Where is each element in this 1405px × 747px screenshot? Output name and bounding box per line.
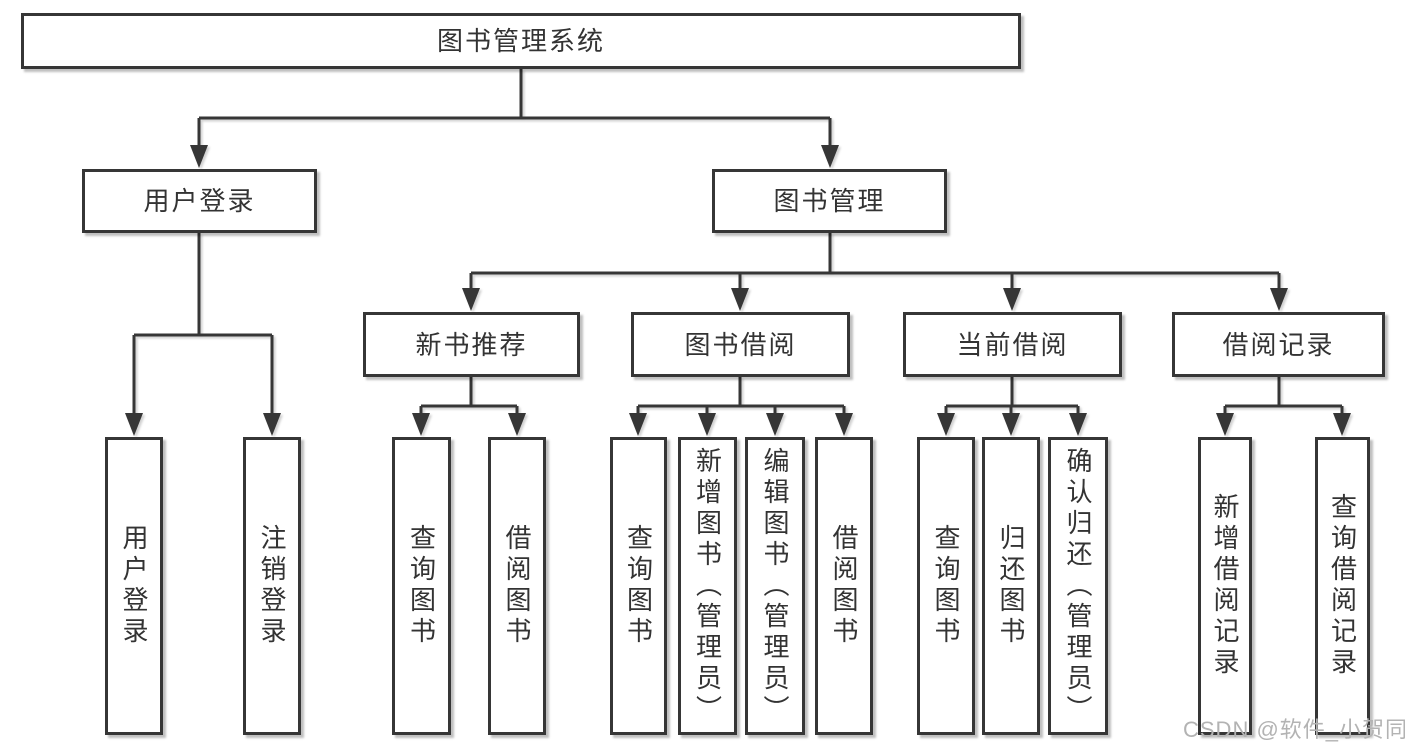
leaf-logout: 注销登录 [243, 437, 301, 735]
leaf-label: 借阅图书 [829, 524, 859, 648]
leaf-borrow-query-books: 查询图书 [610, 437, 667, 735]
leaf-label: 借阅图书 [502, 524, 532, 648]
node-book-management: 图书管理 [712, 169, 947, 233]
leaf-newbook-query-books: 查询图书 [392, 437, 451, 735]
node-book-borrowing: 图书借阅 [631, 312, 850, 377]
leaf-label: 新增借阅记录 [1210, 493, 1240, 679]
node-borrowing-records: 借阅记录 [1172, 312, 1385, 377]
leaf-user-login: 用户登录 [105, 437, 163, 735]
leaf-label: 查询借阅记录 [1327, 493, 1358, 679]
node-library-management-system: 图书管理系统 [21, 13, 1021, 69]
csdn-watermark: CSDN @软件_小贺同学 [1183, 717, 1405, 742]
node-user-login: 用户登录 [82, 169, 317, 233]
node-label: 新书推荐 [415, 329, 528, 360]
leaf-current-return-books: 归还图书 [982, 437, 1040, 735]
leaf-label: 用户登录 [119, 524, 149, 648]
node-label: 用户登录 [143, 186, 256, 216]
node-label: 图书管理系统 [436, 26, 605, 56]
leaf-label: 注销登录 [257, 524, 287, 648]
leaf-current-confirm-return-admin: 确认归还（管理员） [1048, 437, 1108, 735]
leaf-label: 新增图书（管理员） [692, 446, 723, 726]
leaf-label: 查询图书 [406, 524, 437, 648]
leaf-records-add-borrow-record: 新增借阅记录 [1198, 437, 1252, 735]
leaf-borrow-edit-books-admin: 编辑图书（管理员） [745, 437, 805, 735]
leaf-borrow-add-books-admin: 新增图书（管理员） [678, 437, 737, 735]
leaf-label: 查询图书 [623, 524, 654, 648]
leaf-current-query-books: 查询图书 [917, 437, 975, 735]
leaf-newbook-borrow-books: 借阅图书 [488, 437, 546, 735]
node-new-book-recommend: 新书推荐 [363, 312, 580, 377]
leaf-borrow-borrow-books: 借阅图书 [815, 437, 873, 735]
node-label: 借阅记录 [1222, 329, 1335, 360]
node-label: 当前借阅 [956, 329, 1069, 360]
node-label: 图书管理 [773, 186, 886, 216]
node-current-borrowing: 当前借阅 [903, 312, 1122, 377]
node-label: 图书借阅 [684, 329, 797, 360]
leaf-records-query-borrow-record: 查询借阅记录 [1315, 437, 1370, 735]
leaf-label: 确认归还（管理员） [1063, 446, 1093, 726]
leaf-label: 查询图书 [931, 524, 961, 648]
leaf-label: 归还图书 [996, 524, 1026, 648]
leaf-label: 编辑图书（管理员） [760, 446, 790, 726]
